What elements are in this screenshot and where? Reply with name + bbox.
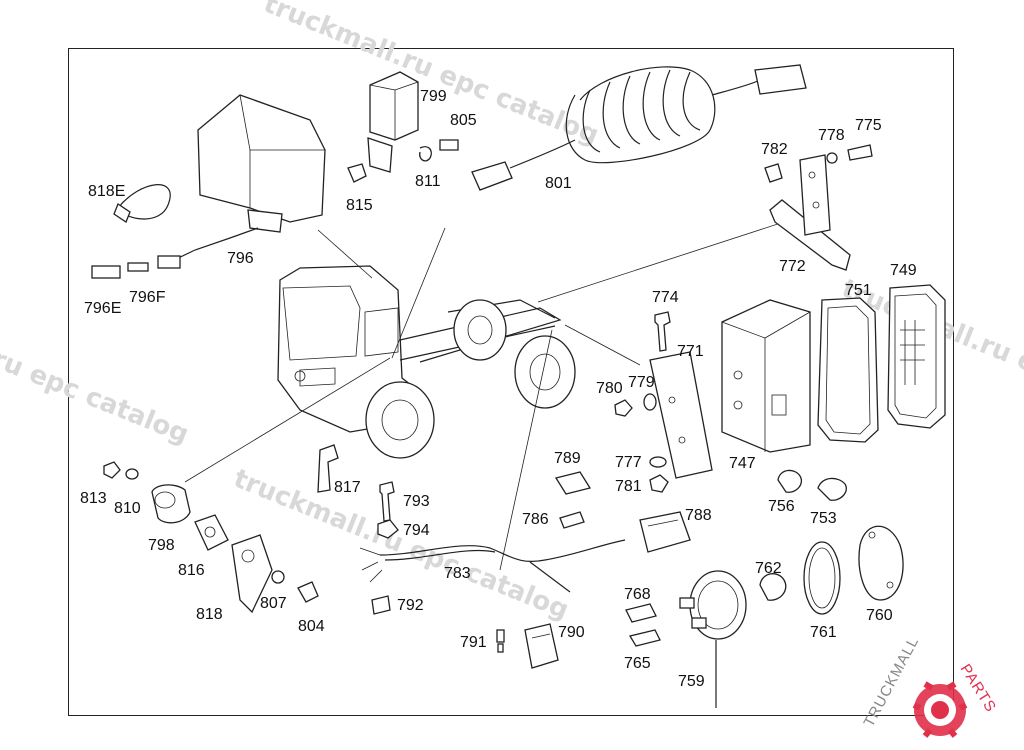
elbow-817 [317,444,339,493]
label-768: 768 [624,586,651,603]
bracket-818 [231,534,273,614]
label-771: 771 [677,343,704,360]
label-759: 759 [678,673,705,690]
work-lamp-796 [91,94,326,279]
clip-789-786 [554,471,592,529]
bulbs-756-753 [777,469,847,501]
label-782: 782 [761,141,788,158]
cable-tie-818E [113,184,171,223]
label-804: 804 [298,618,325,635]
label-789: 789 [554,450,581,467]
label-781: 781 [615,478,642,495]
label-777: 777 [615,454,642,471]
label-813: 813 [80,490,107,507]
label-788: 788 [685,507,712,524]
grommet-777-nut-781 [649,456,669,493]
label-791: 791 [460,634,487,651]
label-816: 816 [178,562,205,579]
label-760: 760 [866,607,893,624]
pin-791 [496,629,505,653]
label-810: 810 [114,500,141,517]
clips-768-765 [625,603,661,647]
label-751: 751 [845,282,872,299]
label-798: 798 [148,537,175,554]
label-792: 792 [397,597,424,614]
label-801: 801 [545,175,572,192]
connector-790 [524,623,559,669]
logo-brand-a: TRUCKMALL [861,634,923,730]
lens-749 [887,284,946,429]
label-818: 818 [196,606,223,623]
label-753: 753 [810,510,837,527]
label-796: 796 [227,250,254,267]
switch-798 [151,484,191,524]
connector-788 [639,511,691,553]
label-762: 762 [755,560,782,577]
nut-780-washer-779 [614,393,657,417]
label-775: 775 [855,117,882,134]
label-774: 774 [652,289,679,306]
nut-813-washer-810 [103,461,139,480]
bulb-762 [759,573,787,601]
lamp-cap-760 [858,525,904,601]
washer-807-screw-804 [271,570,319,603]
bracket-771 [649,351,713,479]
label-817: 817 [334,479,361,496]
label-790: 790 [558,624,585,641]
label-765: 765 [624,655,651,672]
label-796E: 796E [84,300,121,317]
bolt-774 [654,311,671,352]
label-772: 772 [779,258,806,275]
label-783: 783 [444,565,471,582]
socket-759 [679,570,747,708]
label-778: 778 [818,127,845,144]
label-756: 756 [768,498,795,515]
relay-799 [347,71,459,183]
label-811: 811 [415,173,441,190]
label-779: 779 [628,374,655,391]
label-793: 793 [403,493,430,510]
label-794: 794 [403,522,430,539]
watermark-text-left: ru epc catalog [0,344,193,450]
label-747: 747 [729,455,756,472]
bolt-793-794 [377,481,399,539]
label-805: 805 [450,112,477,129]
gear-icon [912,681,968,738]
harness-783 [359,539,626,593]
label-815: 815 [346,197,373,214]
label-807: 807 [260,595,287,612]
truckmall-logo: TRUCKMALL PARTS [861,634,999,738]
label-780: 780 [596,380,623,397]
part-labels: 818E 796 796E 796F 799 805 811 815 801 7… [80,88,917,690]
label-786: 786 [522,511,549,528]
gasket-816 [194,514,229,551]
label-749: 749 [890,262,917,279]
gasket-751 [817,297,879,443]
sleeve-792 [371,595,391,615]
coiled-cable-801 [471,64,807,191]
label-799: 799 [420,88,447,105]
label-761: 761 [810,624,837,641]
diagram-frame [68,48,954,716]
label-818E: 818E [88,183,125,200]
tail-lamp-747 [721,299,811,453]
bracket-772 [764,144,873,271]
truck-illustration [184,219,791,571]
ring-761 [803,541,841,615]
label-796F: 796F [129,289,166,306]
